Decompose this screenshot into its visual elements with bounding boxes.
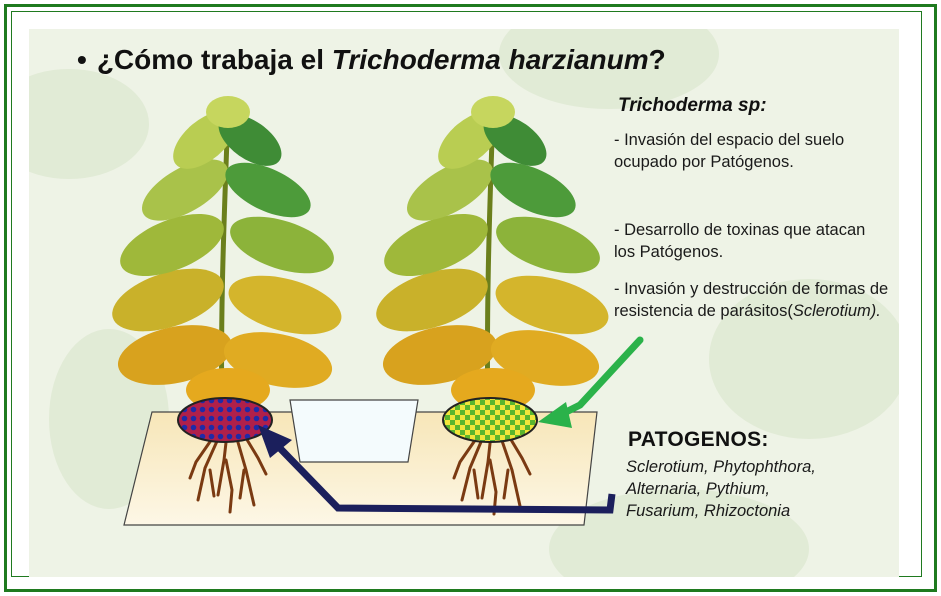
title-suffix: ? <box>649 44 666 75</box>
slide-title: • ¿Cómo trabaja el Trichoderma harzianum? <box>77 44 666 76</box>
plant-right <box>368 96 614 420</box>
trichoderma-point: - Desarrollo de toxinas que atacan los P… <box>614 219 889 263</box>
pathogens-line: Sclerotium, Phytophthora, <box>626 456 916 478</box>
pathogens-heading: PATOGENOS: <box>628 428 769 452</box>
trichoderma-point: - Invasión del espacio del suelo ocupado… <box>614 129 889 173</box>
pathogens-line: Fusarium, Rhizoctonia <box>626 500 916 522</box>
title-prefix: ¿Cómo trabaja el <box>97 44 332 75</box>
title-species: Trichoderma harzianum <box>332 44 649 75</box>
plant-left <box>104 96 347 420</box>
pathogens-line: Alternaria, Pythium, <box>626 478 916 500</box>
trichoderma-zone <box>443 398 537 442</box>
trichoderma-point-3-italic: Sclerotium). <box>793 302 881 320</box>
title-bullet: • <box>77 44 87 75</box>
trichoderma-heading: Trichoderma sp: <box>618 95 767 117</box>
trichoderma-point-3: - Invasión y destrucción de formas de re… <box>614 278 889 322</box>
pathogens-list: Sclerotium, Phytophthora, Alternaria, Py… <box>626 456 916 522</box>
pathogen-zone <box>178 398 272 442</box>
